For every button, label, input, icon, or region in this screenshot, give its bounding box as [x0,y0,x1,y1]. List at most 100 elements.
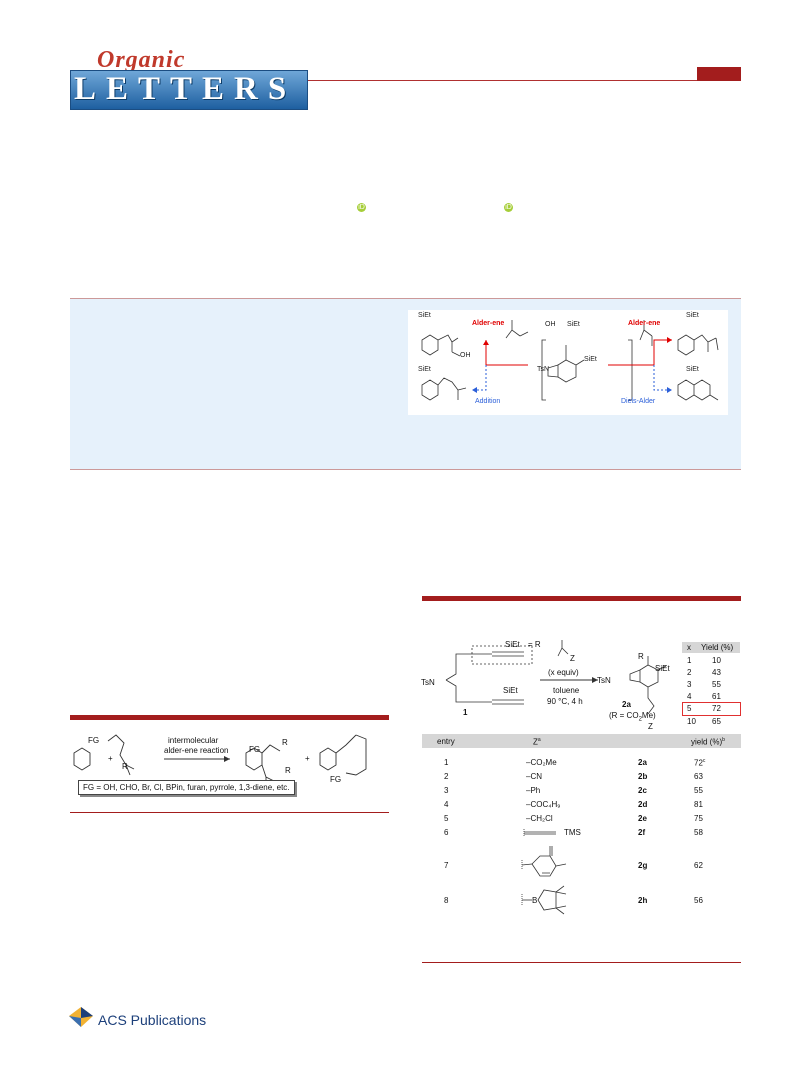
scheme1-fg-label: FG [330,775,342,784]
xy-table-header-x: x [687,643,691,652]
toc-oh-label: OH [545,321,556,328]
alkyne-structure [523,829,556,837]
table1-yield: 72c [694,758,706,768]
journal-logo-organic: Organic [97,47,186,73]
table1-silyl-label: SiEt [503,686,518,695]
table1-solvent-label: toluene [553,686,580,695]
toc-silyl-label: SiEt [686,312,699,319]
table1-entry: 2 [444,772,449,781]
table1-product-tsn-label: TsN [597,676,611,685]
scheme1-fg-label: FG [88,736,100,745]
table1-header-bg [422,734,741,748]
xy-row-yield: 10 [712,656,721,665]
table1-entry: 7 [444,861,449,870]
acs-logo-icon [69,1007,93,1027]
xy-row-yield: 61 [712,692,721,701]
scheme1-fg-note: FG = OH, CHO, Br, Cl, BPin, furan, pyrro… [78,780,295,795]
table1-header-entry: entry [437,737,455,746]
journal-logo-box [70,70,308,110]
table1-bottom-rule [422,962,741,963]
scheme1-r-label: R [122,762,128,771]
scheme1-fg-label: FG [249,745,261,754]
table1-equals-r: = R [528,640,541,649]
scheme1-plus: + [305,754,310,763]
cyclohexenone-structure [521,846,567,877]
xy-table-header-yield: Yield (%) [701,643,734,652]
bpin-structure [521,885,567,915]
table1-product: 2b [638,772,648,781]
table1-header-yield: yield (%)b [691,737,725,747]
table1-substrate-label: 1 [463,708,468,717]
toc-scheme-drawing [421,320,719,401]
scheme1-drawing [73,734,367,785]
scheme1-r-label: R [282,738,288,747]
table1-product: 2c [638,786,647,795]
toc-addition-label: Addition [475,398,501,405]
xy-row-x: 10 [687,717,696,726]
table1-z-value: –Ph [526,786,541,795]
toc-graphic [408,310,728,415]
table1-z-value: B [532,896,538,905]
table1-yield: 55 [694,786,703,795]
table1-header-z: Za [533,737,541,747]
toc-silyl-label: SiEt [418,312,431,319]
xy-row-yield: 72 [712,704,721,713]
xy-row-x: 1 [687,656,692,665]
xy-highlight-box [682,702,741,716]
orcid-icon[interactable]: iD [357,203,366,212]
toc-silyl-label: SiEt [686,366,699,373]
table1-entry: 8 [444,896,449,905]
table1-yield: 58 [694,828,703,837]
table1-product: 2e [638,814,647,823]
scheme1-bottom-rule [70,812,389,813]
scheme1-plus: + [108,754,113,763]
toc-diels-alder-label: Diels-Alder [621,398,656,405]
toc-tsn-label: TsN [537,366,550,373]
table1-z-value: –CN [526,772,543,781]
table1-product-z-label: Z [648,722,653,731]
xy-row-x: 2 [687,668,692,677]
publisher-name[interactable]: ACS Publications [98,1012,207,1028]
xy-row-yield: 55 [712,680,721,689]
table1-entry: 4 [444,800,449,809]
toc-alder-ene-right: Alder-ene [628,320,661,327]
scheme1-graphic [70,725,389,805]
table1-top-rule [422,596,741,601]
table1-conditions-label: 90 °C, 4 h [547,697,583,706]
table1-product: 2f [638,828,646,837]
table1-z-value: –COC₄H₉ [526,800,561,809]
table1-product: 2d [638,800,648,809]
table1-product-label: 2a [622,700,631,709]
table1-z-value: –CO₂Me [526,758,557,767]
scheme1-arrow-label: intermolecular [168,736,219,745]
xy-row-yield: 43 [712,668,721,677]
table1-entry: 1 [444,758,449,767]
toc-silyl-label: SiEt [584,356,597,363]
table1-yield: 56 [694,896,703,905]
table1-tsn-label: TsN [421,678,435,687]
table1-product: 2g [638,861,648,870]
journal-logo-letters: LETTERS [74,71,297,107]
scheme1-r-label: R [285,766,291,775]
table1-yield: 81 [694,800,703,809]
table1-equiv-label: (x equiv) [548,668,579,677]
orcid-icon[interactable]: iD [504,203,513,212]
toc-oh-label: OH [460,352,471,359]
xy-row-yield: 65 [712,717,721,726]
toc-silyl-label: SiEt [567,321,580,328]
toc-silyl-label: SiEt [418,366,431,373]
table1-silyl-label: SiEt [505,640,520,649]
table1-product-def: (R = CO2Me) [609,711,656,723]
table1-yield: 62 [694,861,703,870]
table1-z-label: Z [570,654,575,663]
table1-product-r-label: R [638,652,644,661]
table1-z-value: –CH₂Cl [526,814,553,823]
table1-yield: 75 [694,814,703,823]
scheme1-arrow-label: alder-ene reaction [164,746,229,755]
toc-alder-ene-left: Alder-ene [472,320,505,327]
table1-scheme [422,634,692,734]
header-rule [308,80,741,81]
table1-scheme-drawing [445,640,667,715]
table1-entry: 3 [444,786,449,795]
header-accent-box [697,67,741,81]
